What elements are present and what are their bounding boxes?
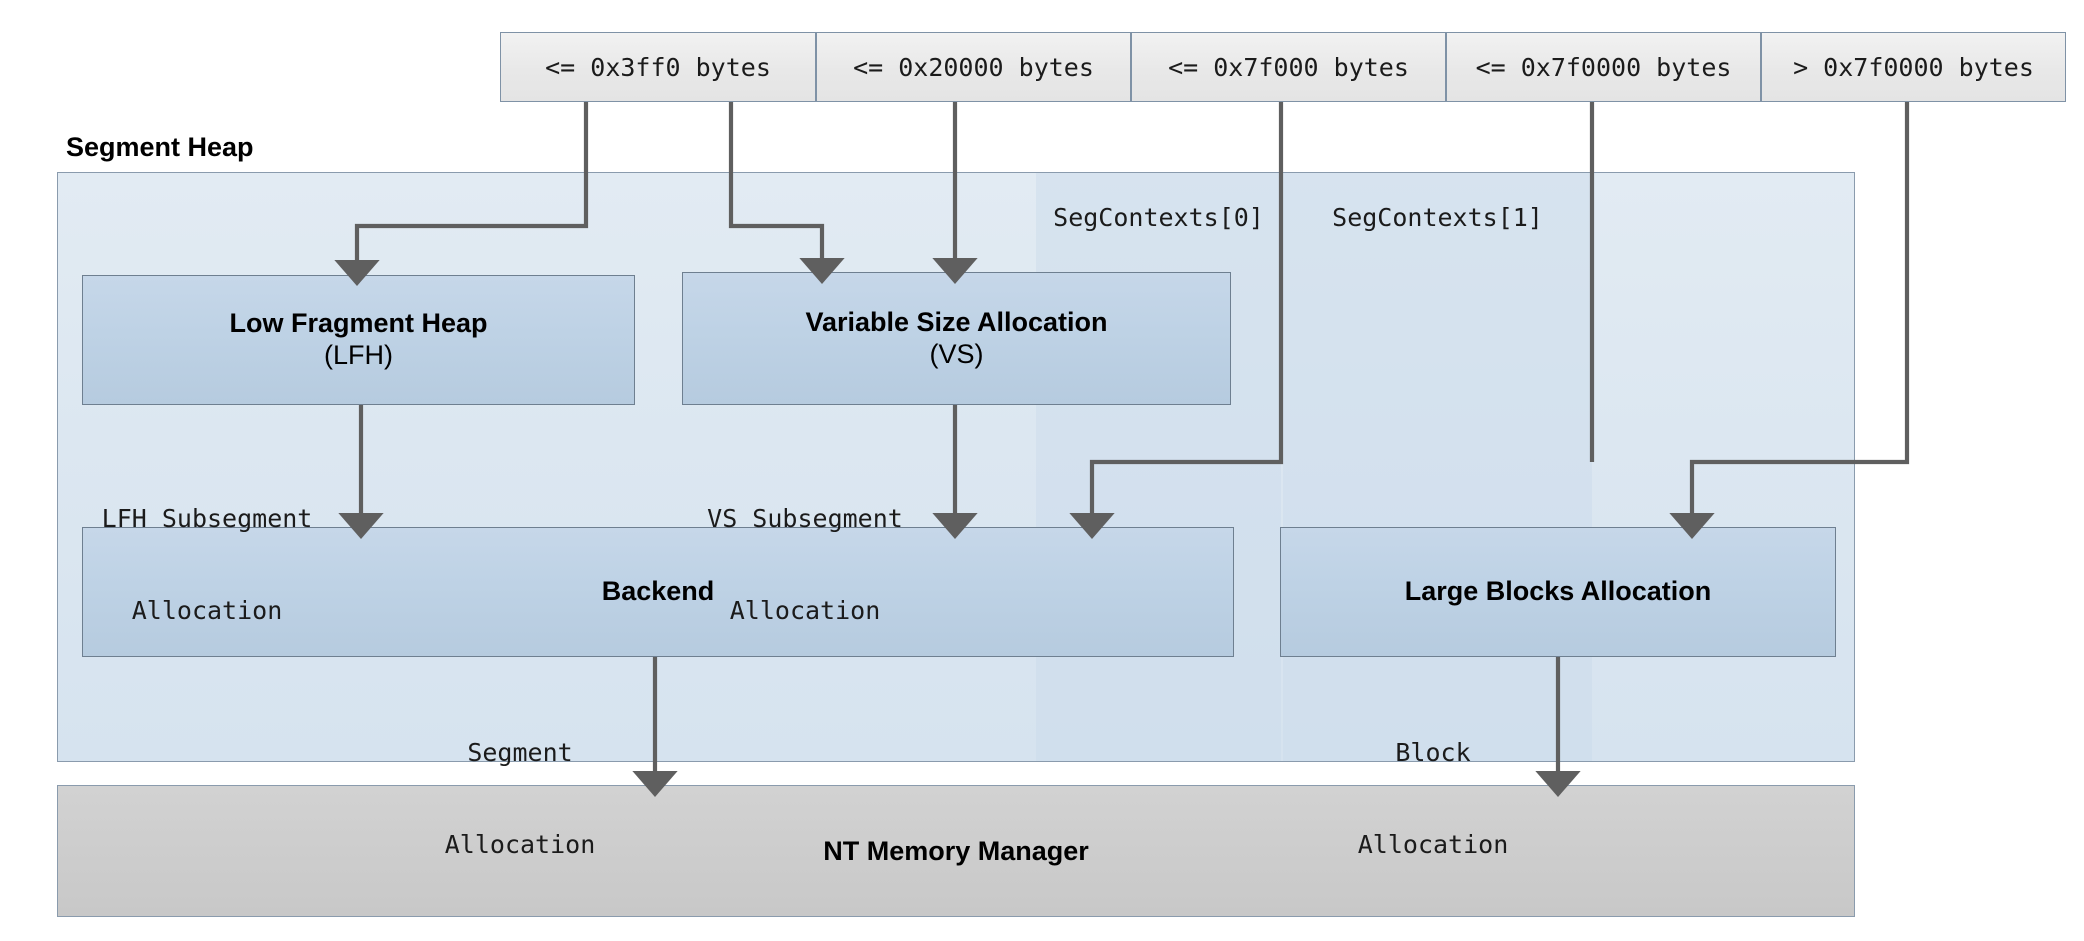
lfh-subsegment-allocation-line2: Allocation: [131, 595, 283, 625]
vs-subsegment-allocation-line1: VS Subsegment: [707, 504, 903, 533]
size-bucket-label-5: > 0x7f0000 bytes: [1793, 52, 2034, 82]
segcontexts-1-label: SegContexts[1]: [1332, 203, 1543, 232]
vs-title: Variable Size Allocation: [805, 306, 1108, 337]
backend-title: Backend: [601, 576, 715, 607]
large-blocks-allocation-box: Large Blocks Allocation: [1280, 527, 1836, 657]
vs-subsegment-allocation-label: VS Subsegment Allocation: [660, 443, 950, 687]
size-bucket-box-4: <= 0x7f0000 bytes: [1446, 32, 1761, 102]
size-bucket-label-4: <= 0x7f0000 bytes: [1475, 52, 1732, 82]
vs-subsegment-allocation-line2: Allocation: [729, 595, 881, 625]
lfh-subtitle: (LFH): [324, 340, 393, 370]
size-bucket-box-1: <= 0x3ff0 bytes: [500, 32, 816, 102]
block-allocation-line2: Allocation: [1357, 829, 1509, 859]
size-bucket-box-5: > 0x7f0000 bytes: [1761, 32, 2066, 102]
size-bucket-label-3: <= 0x7f000 bytes: [1168, 52, 1409, 82]
segment-allocation-line1: Segment: [467, 738, 573, 767]
low-fragment-heap-box: Low Fragment Heap (LFH): [82, 275, 635, 405]
variable-size-allocation-box: Variable Size Allocation (VS): [682, 272, 1231, 405]
nt-memory-manager-label: NT Memory Manager: [823, 835, 1089, 866]
backend-box: Backend: [82, 527, 1234, 657]
nt-memory-manager-box: NT Memory Manager: [57, 785, 1855, 917]
segcontexts-0-label: SegContexts[0]: [1053, 203, 1264, 232]
lfh-subsegment-allocation-line1: LFH Subsegment: [101, 504, 313, 533]
lfh-title: Low Fragment Heap: [229, 308, 488, 339]
segment-allocation-line2: Allocation: [444, 829, 596, 859]
block-allocation-line1: Block: [1395, 738, 1471, 767]
vs-subtitle: (VS): [929, 338, 984, 369]
segcontexts-1-region: [1283, 173, 1592, 761]
large-blocks-title: Large Blocks Allocation: [1404, 576, 1712, 607]
size-bucket-label-1: <= 0x3ff0 bytes: [545, 52, 771, 82]
block-allocation-label: Block Allocation: [1288, 677, 1578, 921]
size-bucket-box-2: <= 0x20000 bytes: [816, 32, 1131, 102]
size-bucket-label-2: <= 0x20000 bytes: [853, 52, 1094, 82]
segcontexts-0-region: [1036, 173, 1281, 761]
lfh-subsegment-allocation-label: LFH Subsegment Allocation: [62, 443, 352, 687]
segment-allocation-label: Segment Allocation: [375, 677, 665, 921]
segment-heap-title: Segment Heap: [66, 132, 254, 162]
size-bucket-box-3: <= 0x7f000 bytes: [1131, 32, 1446, 102]
